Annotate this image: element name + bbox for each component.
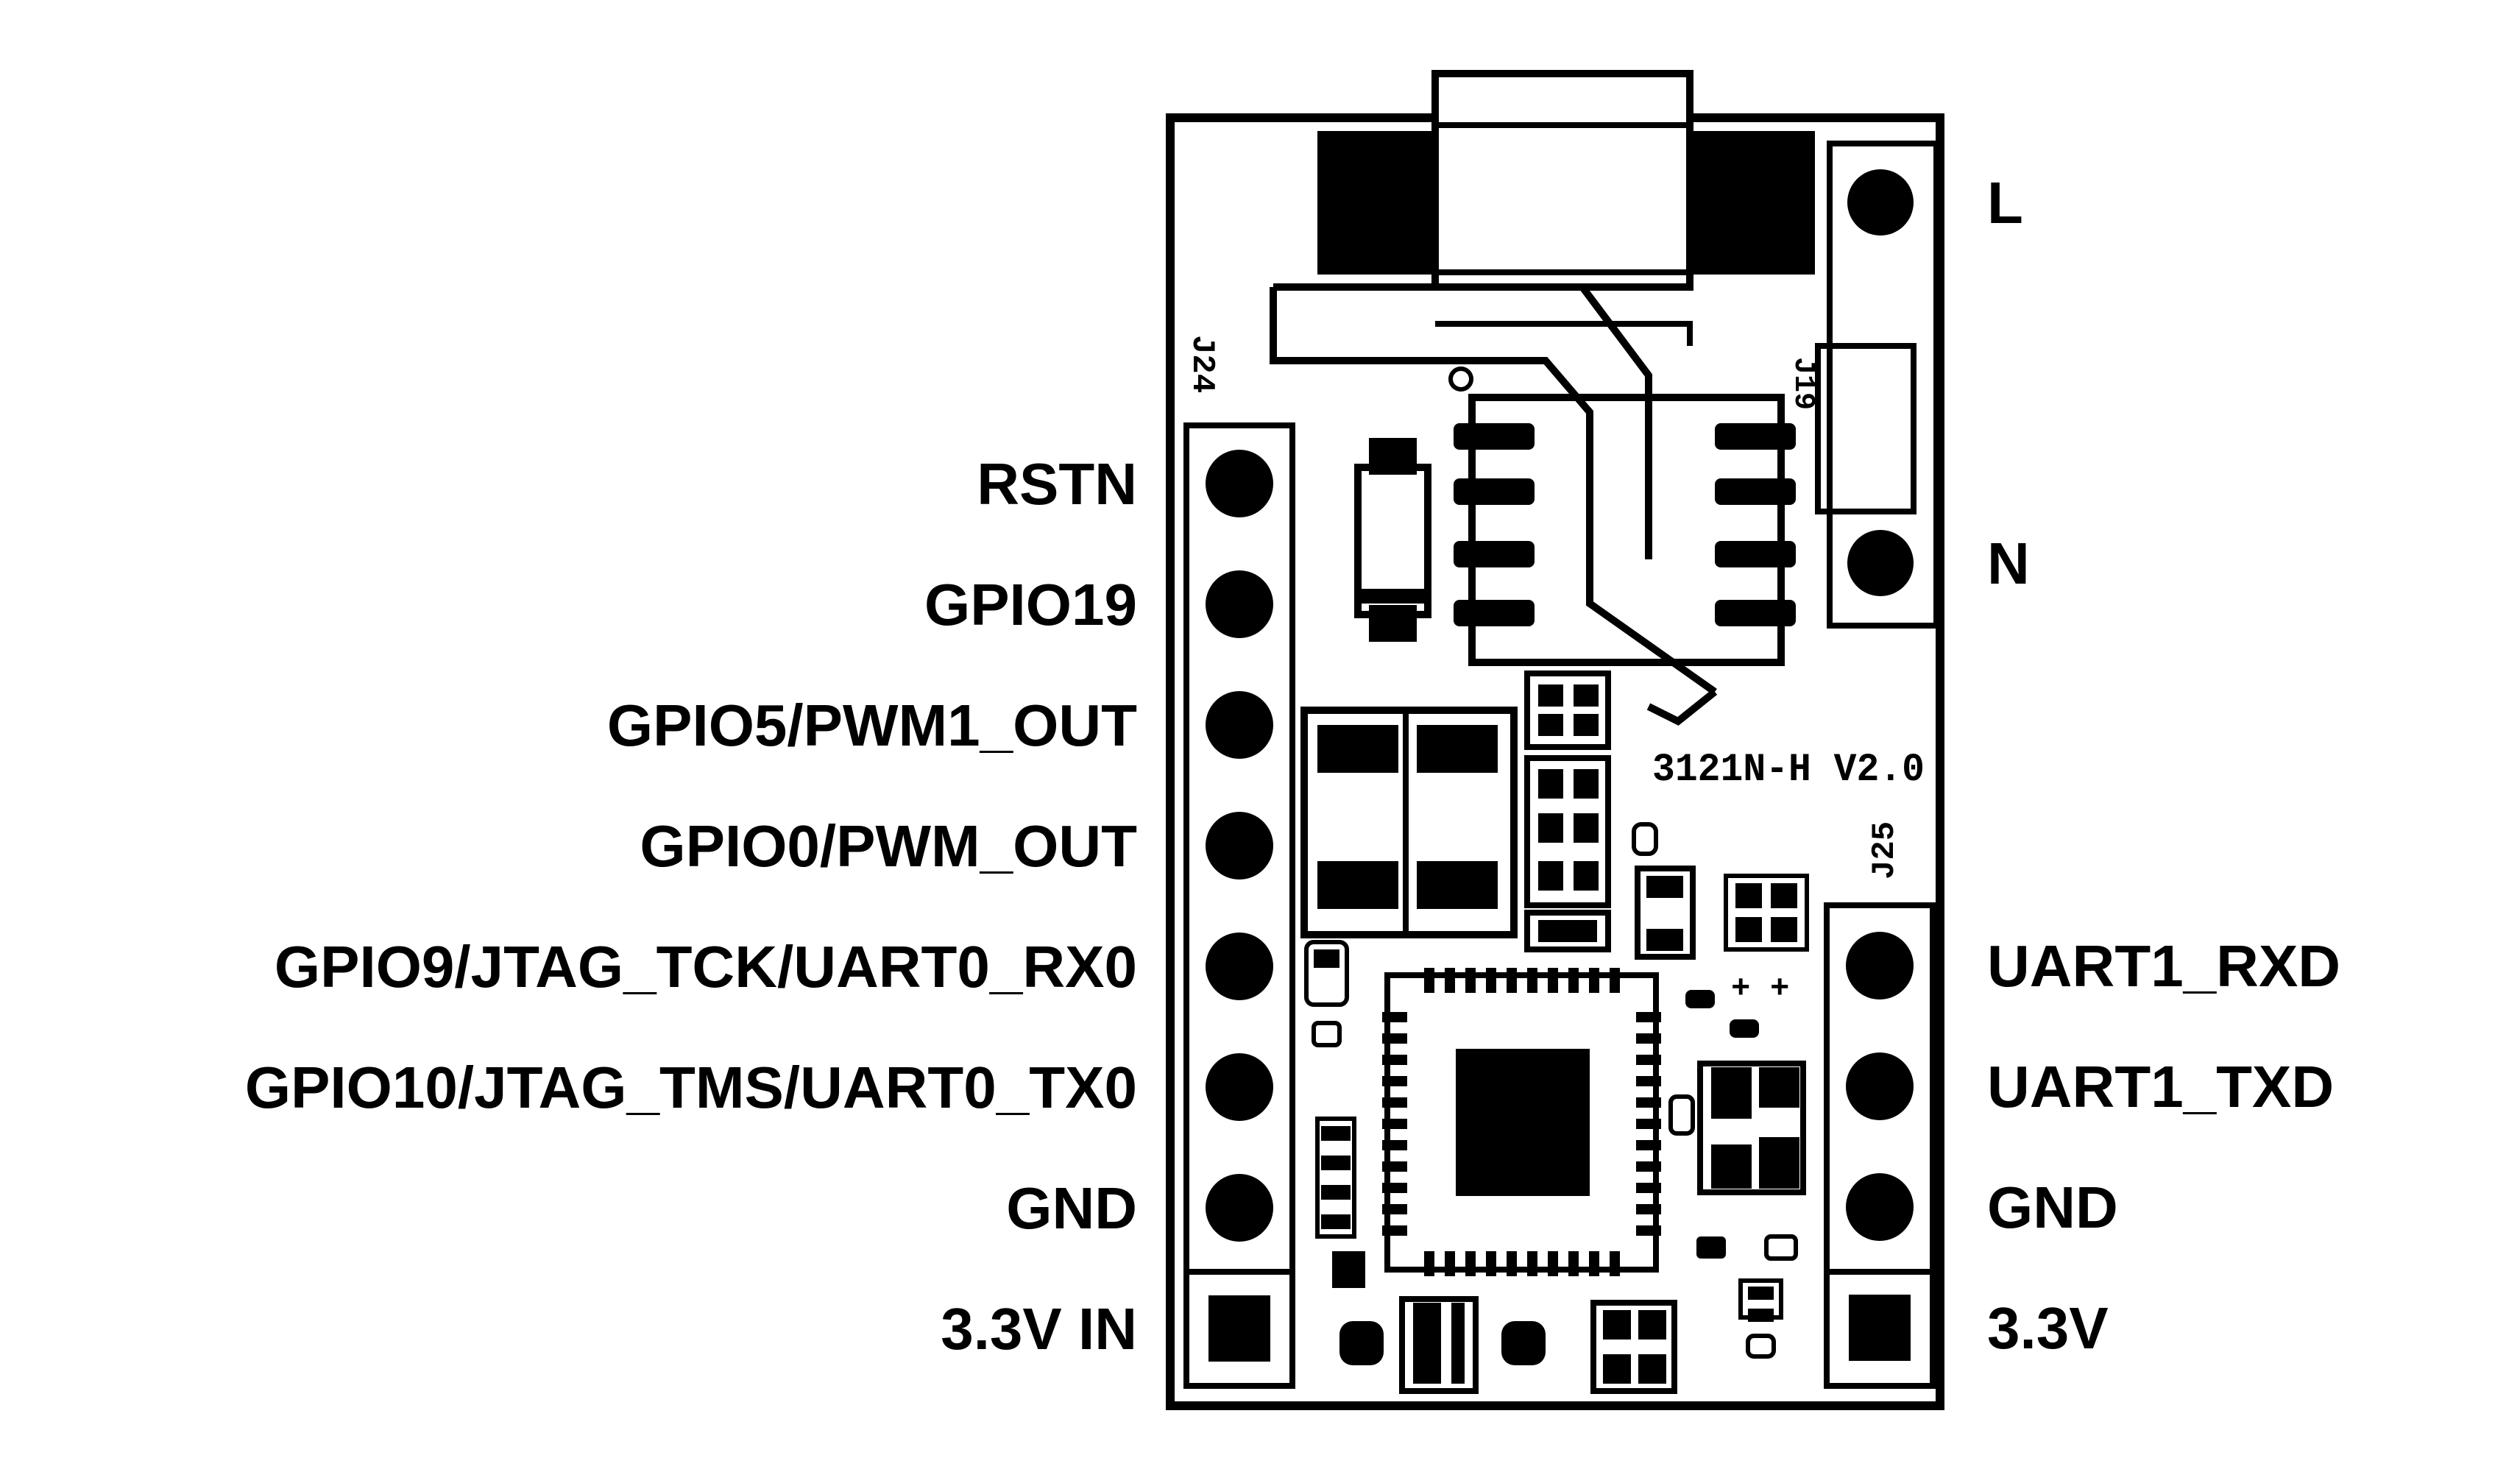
qfn-pin-left [1382,1076,1407,1086]
qfn-pin-right [1636,1140,1661,1150]
j25-pin-label-uart1-rxd: UART1_RXD [1987,933,2340,999]
mcu-qfn-chip [1382,968,1661,1276]
qfn-pin-left [1382,1055,1407,1065]
qfn-pin-top [1424,968,1434,993]
j24-pin-label-gpio10-jtag-tms-uart0-tx0: GPIO10/JTAG_TMS/UART0_TX0 [245,1055,1137,1120]
qfn-pin-bottom [1589,1251,1599,1276]
j25-pad-4 [1849,1295,1911,1361]
qfn-pin-top [1527,968,1537,993]
qfn-pin-bottom [1610,1251,1620,1276]
j24-pad-7 [1206,1174,1273,1242]
smd-capacitor-block [1300,707,1518,938]
j19-pad-l [1847,169,1914,236]
j24-pin-label-gpio0-pwm-out: GPIO0/PWM_OUT [640,813,1137,879]
passive-array-left [1304,940,1365,1288]
qfn-pin-top [1465,968,1476,993]
qfn-pin-right [1636,1076,1661,1086]
qfn-pin-bottom [1465,1251,1476,1276]
qfn-pin-right [1636,1119,1661,1129]
j24-pin-label-gpio9-jtag-tck-uart0-rx0: GPIO9/JTAG_TCK/UART0_RX0 [275,934,1137,999]
j24-pad-3 [1206,691,1273,759]
board-revision-label: 3121N-H V2.0 [1652,748,1925,793]
j25-pad-3 [1846,1173,1914,1241]
j25-pin-label-uart1-txd: UART1_TXD [1987,1054,2334,1119]
j24-pin-label-rstn: RSTN [977,451,1137,517]
j24-designator: J24 [1183,335,1220,393]
j19-pin-label-l: L [1987,170,2023,236]
qfn-pin-bottom [1445,1251,1455,1276]
inductor-component [1270,70,1815,726]
j25-pad-1 [1846,932,1914,999]
qfn-pin-left [1382,1225,1407,1236]
qfn-pin-right [1636,1161,1661,1172]
qfn-pin-left [1382,1012,1407,1022]
j24-pad-6 [1206,1053,1273,1121]
j25-designator: J25 [1866,821,1903,880]
j25-header: J25 [1824,821,1936,1389]
qfn-pin-top [1507,968,1517,993]
diode-component [1354,438,1431,642]
j25-pin-labels: UART1_RXD UART1_TXD GND 3.3V [1987,933,2340,1361]
soic-ic [1448,367,1796,666]
crystal-component [1668,990,1806,1359]
j24-pin-label-gpio19: GPIO19 [924,572,1137,637]
passive-array-upper [1524,670,1611,952]
qfn-pin-top [1589,968,1599,993]
qfn-pin-bottom [1568,1251,1579,1276]
qfn-pin-bottom [1507,1251,1517,1276]
qfn-pin-bottom [1527,1251,1537,1276]
j19-designator: J19 [1786,357,1819,410]
j24-pad-8 [1208,1295,1270,1362]
sot-component [1632,822,1696,960]
j25-pin-label-3-3v: 3.3V [1987,1295,2109,1361]
qfn-pin-left [1382,1183,1407,1193]
qfn-pin-top [1486,968,1496,993]
bottom-regulator [1339,1296,1677,1394]
j24-header: J24 [1183,335,1295,1389]
qfn-pin-top [1445,968,1455,993]
qfn-pin-left [1382,1204,1407,1214]
qfn-pin-right [1636,1183,1661,1193]
qfn-pin-bottom [1486,1251,1496,1276]
led-pads: + + [1724,874,1809,1008]
j24-pin-label-gnd: GND [1006,1175,1137,1241]
qfn-pin-right [1636,1204,1661,1214]
qfn-pin-right [1636,1055,1661,1065]
j24-pad-5 [1206,933,1273,1000]
j19-pin-labels: LN [1987,170,2030,596]
svg-text:+: + [1770,971,1789,1008]
j25-pad-2 [1846,1052,1914,1120]
qfn-pin-right [1636,1097,1661,1108]
svg-text:+: + [1731,971,1750,1008]
qfn-pin-left [1382,1033,1407,1044]
qfn-pin-right [1636,1225,1661,1236]
qfn-pin-bottom [1424,1251,1434,1276]
j24-pin-label-gpio5-pwm1-out: GPIO5/PWM1_OUT [607,693,1137,758]
j19-pin-label-n: N [1987,531,2030,596]
qfn-pin-top [1548,968,1558,993]
qfn-pin-top [1610,968,1620,993]
qfn-pin-top [1568,968,1579,993]
qfn-pin-left [1382,1161,1407,1172]
qfn-pin-bottom [1548,1251,1558,1276]
j19-connector: J19 [1786,141,1939,629]
qfn-pin-left [1382,1140,1407,1150]
j24-pad-4 [1206,812,1273,880]
qfn-pin-left [1382,1097,1407,1108]
j19-pad-n [1847,530,1914,596]
qfn-pin-right [1636,1033,1661,1044]
j24-pad-1 [1206,450,1273,517]
qfn-pin-right [1636,1012,1661,1022]
j24-pin-label-3-3v-in: 3.3V IN [941,1296,1137,1362]
j24-pad-2 [1206,570,1273,638]
j25-pin-label-gnd: GND [1987,1175,2118,1240]
qfn-pin-left [1382,1119,1407,1129]
